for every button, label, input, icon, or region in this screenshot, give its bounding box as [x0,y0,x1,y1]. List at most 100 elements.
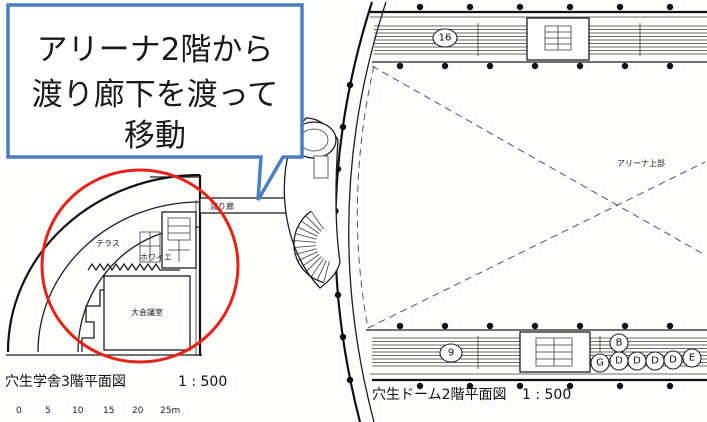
scale-tick: 5 [45,406,51,416]
dome-plan-caption: 穴生ドーム2階平面図 [372,387,507,403]
seat-block-marker-label: B [616,338,623,349]
callout: アリーナ2階から 渡り廊下を渡って 移動 [6,3,304,201]
stair-tread-line [310,258,325,278]
structural-column [531,62,539,70]
stair-fan [294,210,330,283]
seat-block-marker-label: D [669,355,677,366]
scale-tick: 10 [72,406,84,416]
structural-column [441,322,449,330]
dome-2f-plan: アリーナ上部 16 9 G D D [332,1,707,422]
stair-tread-line [316,260,327,281]
highlight-circle [40,168,240,364]
stair-tread-line [295,233,317,240]
seat-block-marker [682,348,702,368]
stair-tread-line [297,251,318,262]
foyer-glass-edge [87,262,180,272]
balcony-inner-arc [37,201,201,353]
seat-block-marker [590,353,610,373]
callout-line-1: アリーナ2階から [37,32,274,68]
structural-column [339,123,347,131]
structural-column [396,62,404,70]
scale-tick: 15 [103,406,114,416]
elevator-core [313,155,329,179]
structural-column [441,62,449,70]
structural-column [566,382,574,390]
stair-tread-line [297,226,318,237]
structural-column [516,382,524,390]
seat-block-marker-label: D [633,356,641,367]
structural-column [346,376,354,384]
seat-block-marker-label: D [615,356,623,367]
scale-tick: 25m [160,406,180,416]
stepped-wall [81,289,104,352]
structural-column [666,62,674,70]
structural-column [486,322,494,330]
structural-column [621,62,629,70]
structural-column [396,322,404,330]
bottom-stand-vestibule-stairs [535,337,573,367]
structural-column [516,3,524,11]
seat-block-marker [609,333,629,353]
outer-balcony-arc [6,173,201,353]
stair-tread-line [294,240,317,243]
conference-hall-label: 大会議室 [131,307,163,317]
terrace-label: テラス [96,239,120,248]
structural-column [346,81,354,89]
dome-outer-wall [334,1,374,422]
structural-column [339,333,347,341]
structural-column [466,3,474,11]
arena-upper-label: アリーナ上部 [617,158,665,168]
seat-block-marker-label: E [689,353,695,364]
toilet-rooms [139,231,161,263]
structural-column [576,322,584,330]
callout-bubble-shape [6,3,304,201]
structural-column [666,3,674,11]
gate-marker-bottom [439,343,463,363]
gate-marker-bottom-label: 9 [448,348,454,359]
structural-column [466,382,474,390]
scale-tick: 0 [16,406,22,416]
arena-edge-dashed-arc [356,65,375,329]
structural-column [666,382,674,390]
scale-tick: 20 [132,406,144,416]
seat-block-marker-label: D [651,356,659,367]
stair-elevator-detail [167,217,191,262]
foyer-label: ホワイエ [140,253,172,262]
structural-column [334,291,342,299]
stair-tread-line [310,210,325,230]
dome-plan-scale: 1 : 500 [522,387,571,403]
structural-columns [332,3,674,390]
structural-column [616,3,624,11]
structural-column [621,322,629,330]
stair-tread-line [294,245,317,248]
stair-tread-line [305,256,322,273]
school-building-3f-plan: テラス ホワイエ 大会議室 [6,173,202,356]
callout-line-3: 移動 [124,118,186,154]
conference-hall-walls [103,275,191,351]
stair-tread-line [300,253,320,268]
structural-column [666,322,674,330]
arena-diagonal-dashed-line [367,161,706,329]
stair-tread-line [300,220,320,235]
school-plan-caption: 穴生学舎3階平面図 [5,374,126,390]
structural-column [616,382,624,390]
dome-inner-wall [348,1,387,422]
stair-fan-outer-arc [293,210,324,284]
callout-line-2: 渡り廊下を渡って [32,77,278,113]
arena-diagonal-dashed-line [371,65,706,256]
stair-tread-line [305,215,322,232]
school-plan-scale: 1 : 500 [178,374,227,390]
bridge-label: 渡り廊 [210,201,234,211]
top-stand-vestibule-stairs [544,25,572,51]
seat-block-markers: G D D D D E B [590,333,702,373]
structural-column [416,3,424,11]
structural-column [416,382,424,390]
structural-column [576,62,584,70]
structural-column [486,62,494,70]
scale-bar: 0 5 10 15 20 25m [16,406,180,416]
stair-tread-line [323,261,330,283]
seat-block-marker-label: G [596,358,604,369]
gate-marker-top-label: 16 [439,33,452,44]
